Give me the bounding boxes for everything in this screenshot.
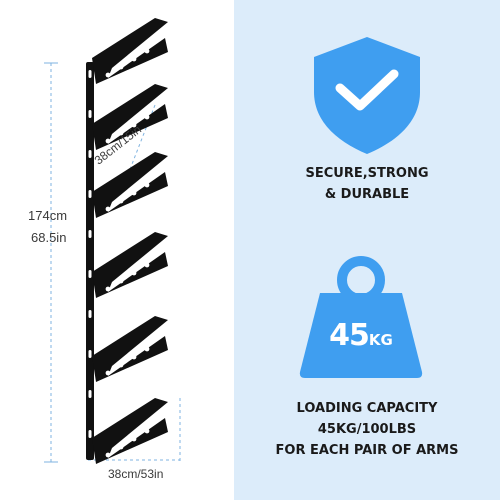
- rack-arms: [92, 18, 168, 464]
- rail-bar: [86, 62, 94, 460]
- weight-number: 45: [329, 318, 370, 353]
- arm-hole: [131, 122, 137, 128]
- feature-capacity-line-1: LOADING CAPACITY: [296, 401, 438, 416]
- arm-hole: [131, 436, 137, 442]
- arm-hole: [131, 354, 137, 360]
- wall-rail: [86, 62, 94, 460]
- arm-hole: [105, 206, 111, 212]
- feature-durable-line-1: SECURE,STRONG: [305, 166, 429, 181]
- rack-arm: [92, 398, 168, 464]
- arm-hole: [105, 72, 111, 78]
- arm-hole: [118, 444, 124, 450]
- arm-hole: [144, 114, 150, 120]
- rack-arm: [92, 232, 168, 298]
- height-cm-label: 174cm: [28, 208, 68, 223]
- arm-hole: [144, 346, 150, 352]
- weight-value: 45KG: [300, 318, 422, 353]
- arm-hole: [144, 182, 150, 188]
- rack-arm: [92, 316, 168, 382]
- arm-hole: [118, 64, 124, 70]
- arm-hole: [105, 286, 111, 292]
- arm-hole: [105, 370, 111, 376]
- rack-arm: [92, 152, 168, 218]
- arm-hole: [131, 190, 137, 196]
- feature-capacity-text: LOADING CAPACITY 45KG/100LBS FOR EACH PA…: [234, 398, 500, 461]
- feature-durable-text: SECURE,STRONG & DURABLE: [234, 163, 500, 205]
- arm-hole: [131, 56, 137, 62]
- rail-slots: [88, 70, 92, 438]
- height-in-label: 68.5in: [31, 230, 67, 245]
- arm-hole: [131, 270, 137, 276]
- arm-hole: [105, 452, 111, 458]
- arm-hole: [144, 428, 150, 434]
- arm-hole: [118, 278, 124, 284]
- arm-hole: [144, 48, 150, 54]
- arm-hole: [144, 262, 150, 268]
- rack-arm: [92, 84, 168, 150]
- feature-capacity-line-3: FOR EACH PAIR OF ARMS: [275, 443, 459, 458]
- feature-capacity-line-2: 45KG/100LBS: [317, 422, 417, 437]
- feature-durable-line-2: & DURABLE: [324, 187, 410, 202]
- arm-hole: [118, 130, 124, 136]
- weight-unit: KG: [368, 331, 393, 349]
- arm-hole: [118, 362, 124, 368]
- arm-hole: [118, 198, 124, 204]
- rack-arm: [92, 18, 168, 84]
- product-image-panel: [0, 0, 234, 500]
- depth-label: 38cm/53in: [108, 467, 164, 481]
- arm-hole: [105, 138, 111, 144]
